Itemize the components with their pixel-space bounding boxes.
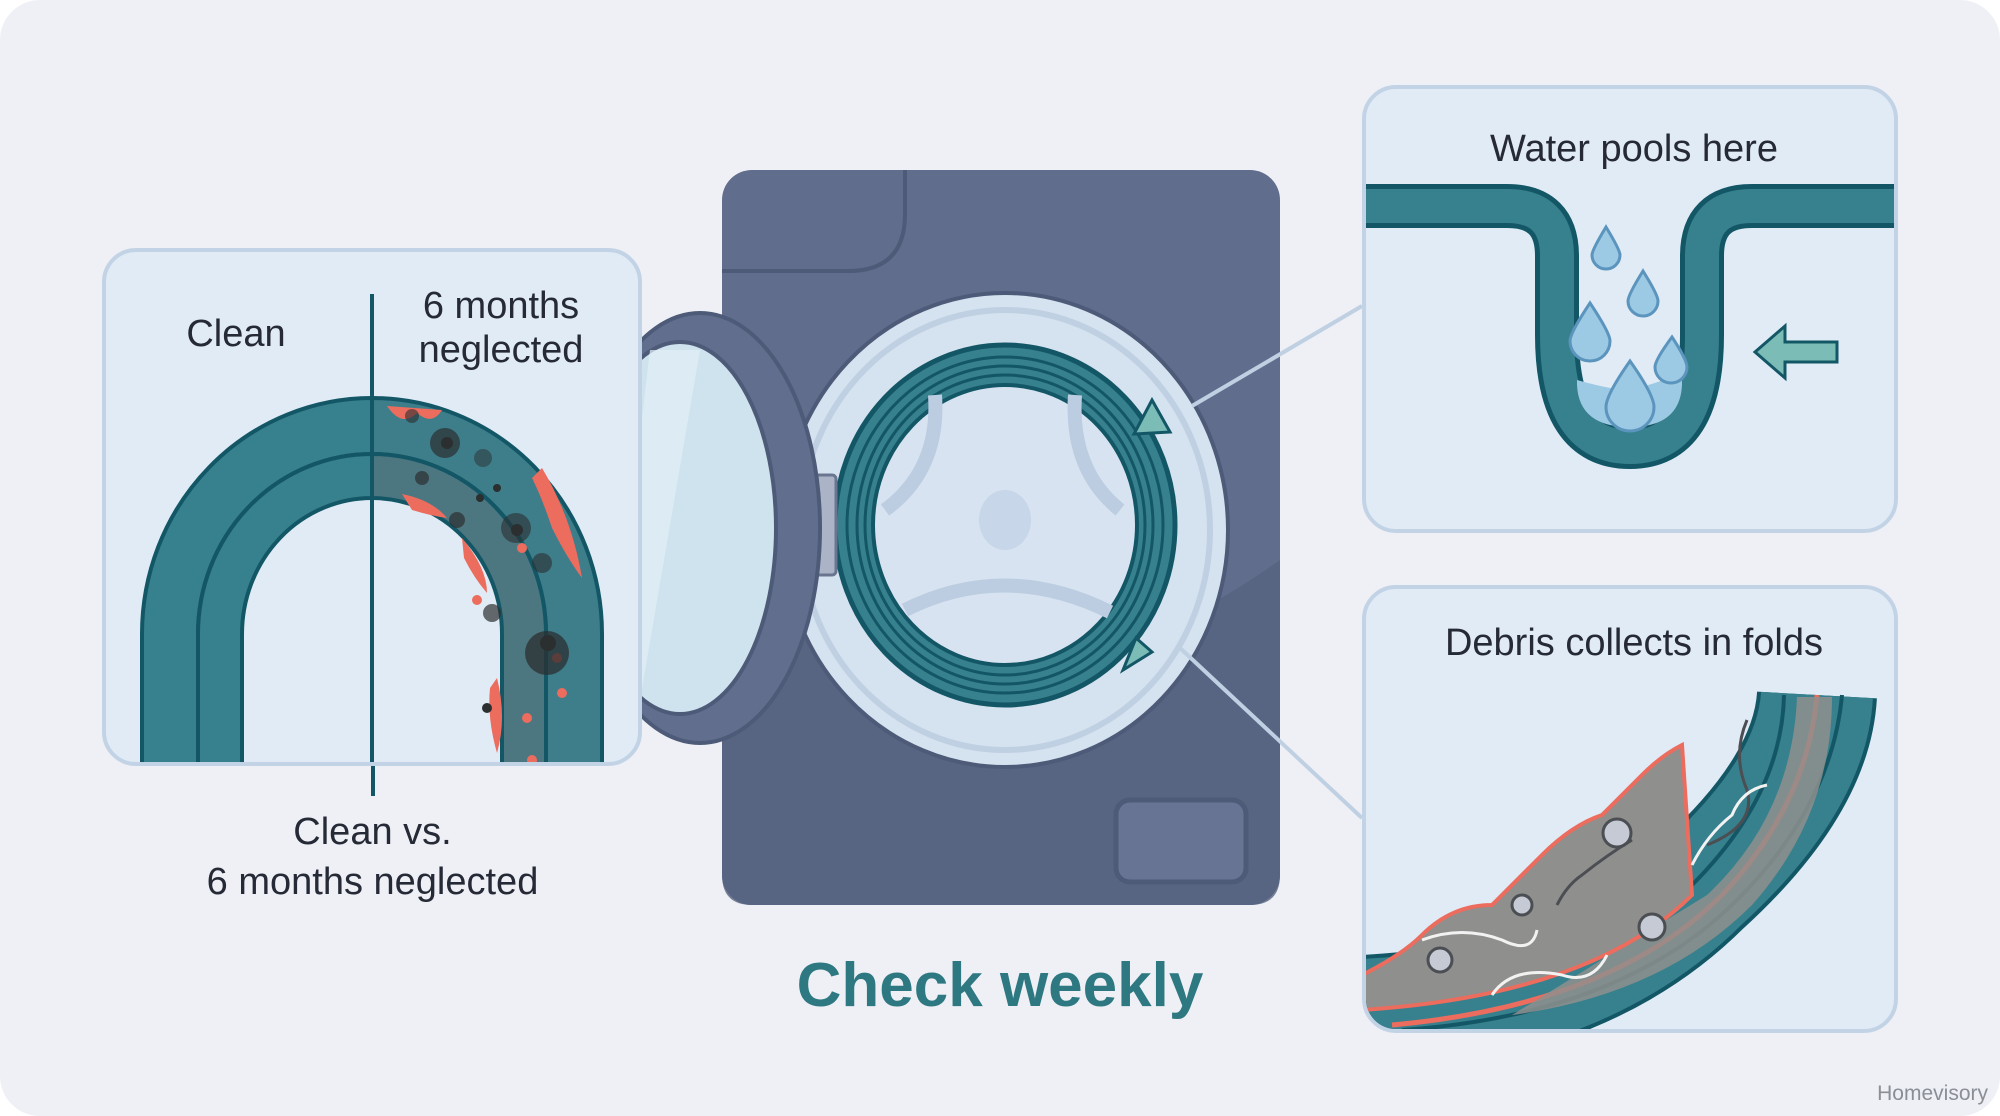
- debris-folds-panel: Debris collects in folds: [1362, 585, 1898, 1033]
- debris-title: Debris collects in folds: [1444, 622, 1824, 664]
- divider-line: [371, 766, 375, 796]
- gasket-comparison-illustration: [140, 294, 604, 762]
- caption-line1: Clean vs.: [293, 811, 452, 853]
- caption-line2: 6 months neglected: [206, 861, 539, 903]
- water-pools-panel: Water pools here: [1362, 85, 1898, 533]
- gasket-fold-debris-illustration: [1366, 689, 1877, 1029]
- label-neglected: 6 months neglected: [396, 284, 606, 372]
- headline-check-weekly: Check weekly: [796, 951, 1204, 1020]
- label-neglected-line2: neglected: [418, 329, 584, 371]
- label-neglected-line1: 6 months: [422, 285, 580, 327]
- clean-vs-neglected-panel: Clean 6 months neglected: [102, 248, 642, 766]
- comparison-caption: Clean vs. 6 months neglected: [150, 810, 595, 904]
- water-pools-title: Water pools here: [1490, 128, 1778, 170]
- pipe-trap-illustration: [1366, 184, 1894, 470]
- brand-credit: Homevisory: [1877, 1082, 1988, 1105]
- label-clean: Clean: [186, 313, 286, 355]
